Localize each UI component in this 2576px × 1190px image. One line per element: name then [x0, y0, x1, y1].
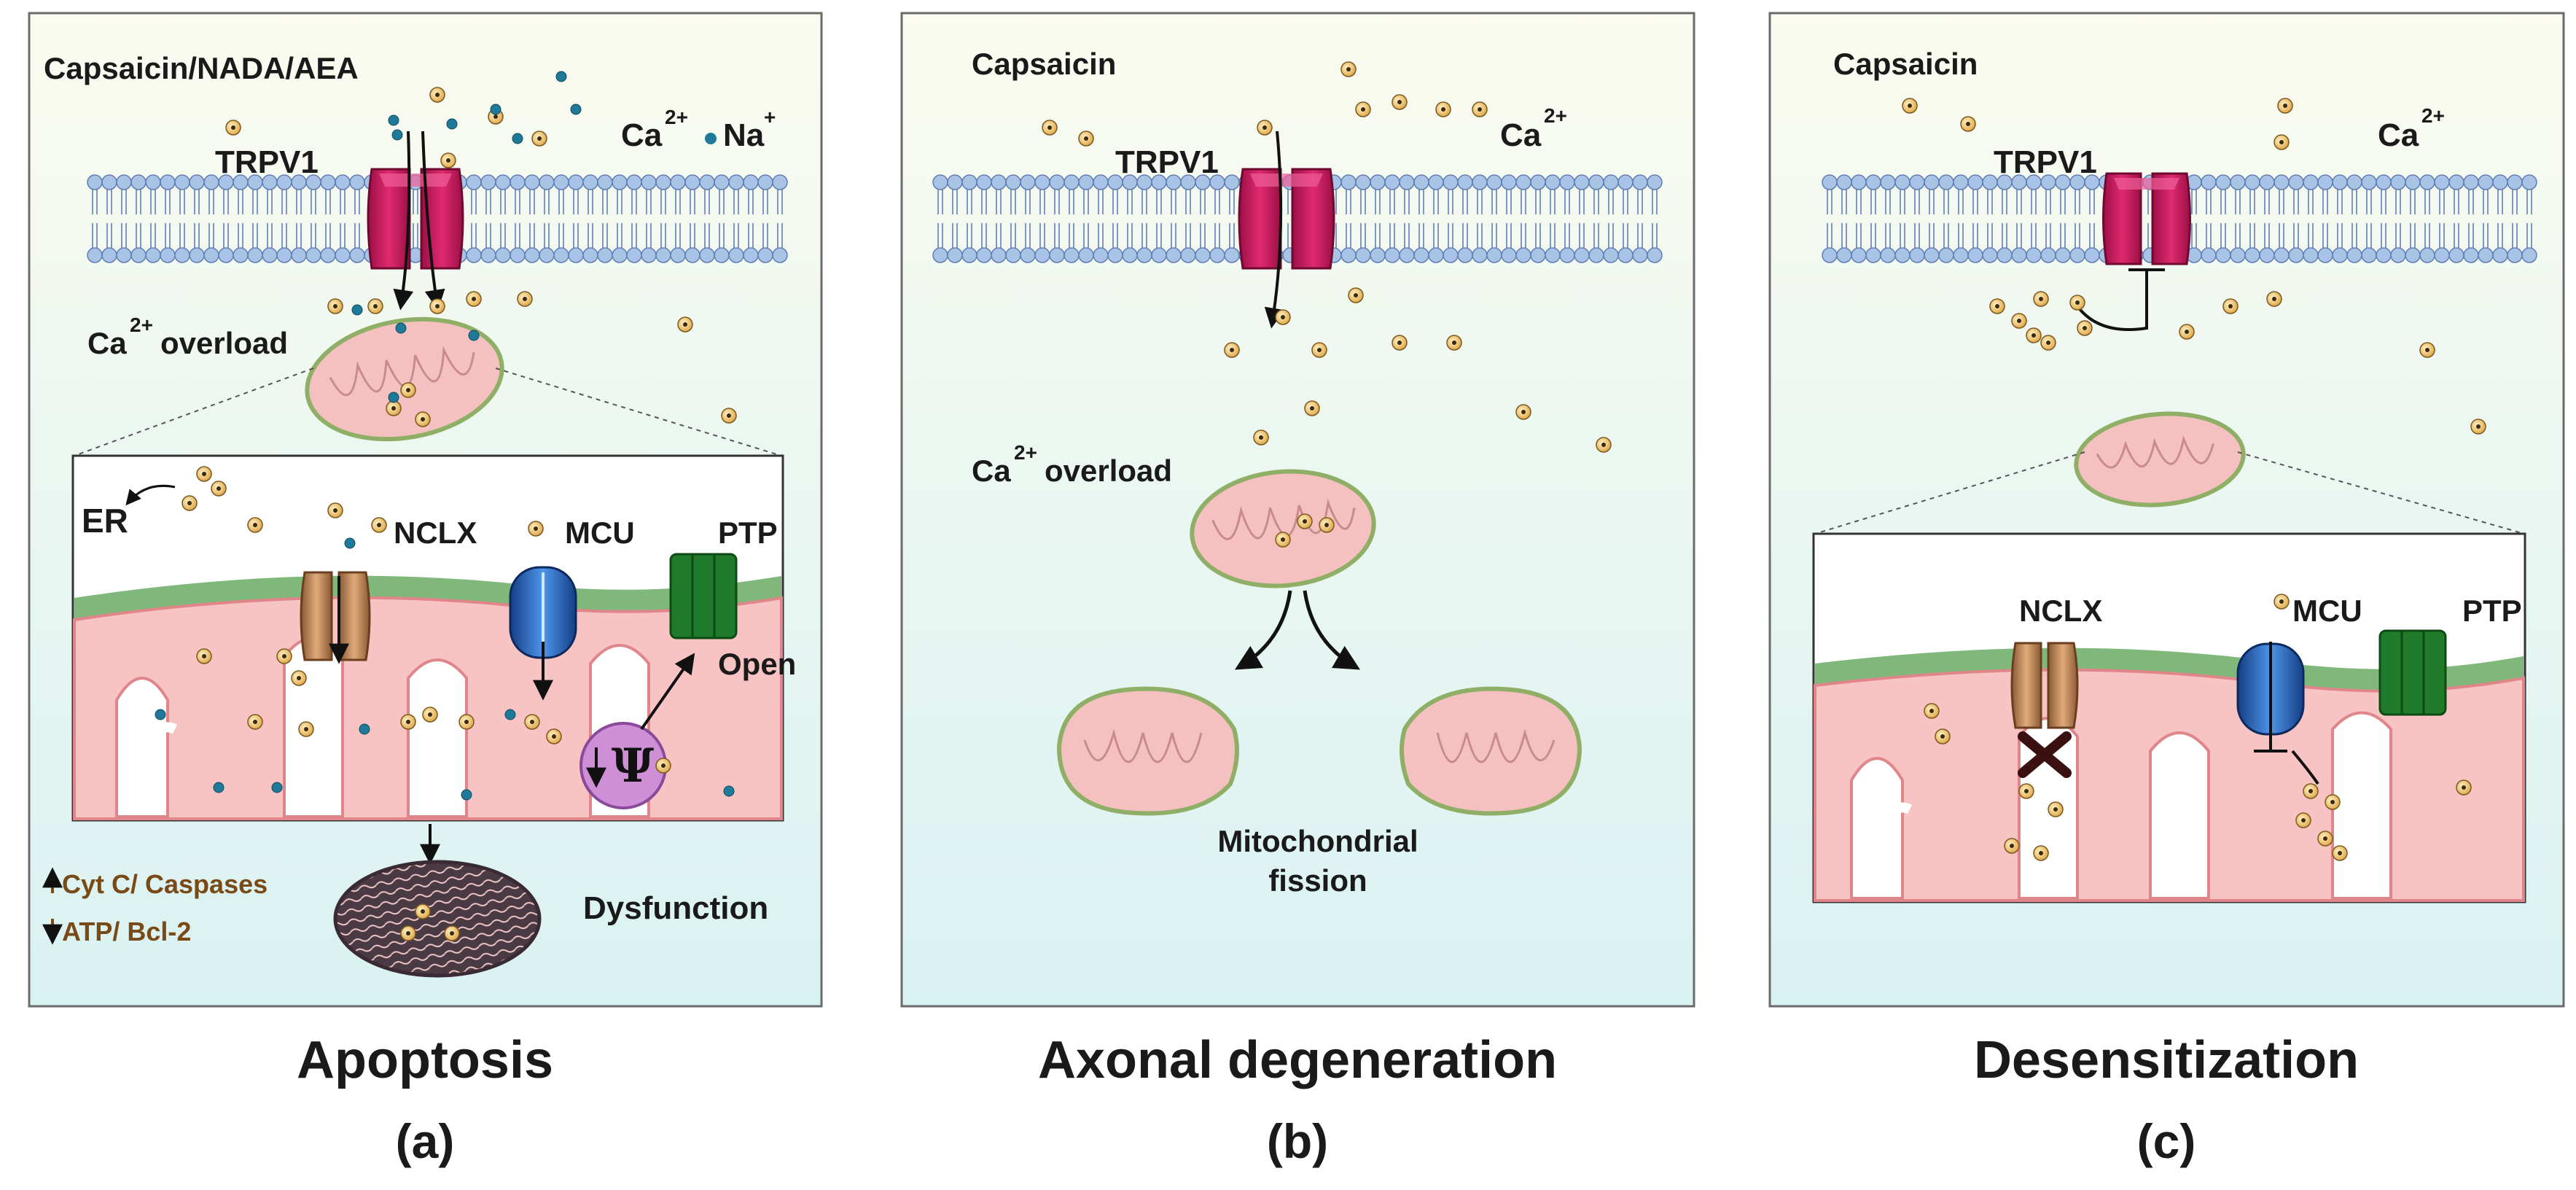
panel-c-trpv1-inhibition: [2076, 268, 2165, 331]
svg-text:Ca: Ca: [1500, 117, 1542, 153]
panel-a-mcu-label: MCU: [565, 516, 635, 550]
panel-a-er-label: ER: [82, 502, 128, 540]
panel-b-fission-label-line1: Mitochondrial: [1217, 824, 1418, 858]
svg-text:2+: 2+: [1014, 441, 1037, 464]
panel-a-letter: (a): [396, 1114, 455, 1168]
svg-text:2+: 2+: [130, 314, 153, 336]
panel-b-trpv1-label: TRPV1: [1115, 144, 1219, 180]
panel-b-outcome-caption: Axonal degeneration: [1038, 1031, 1557, 1089]
panel-c-mcu-label: MCU: [2292, 594, 2362, 628]
panel-a-membrane-potential-icon: Ψ: [579, 722, 667, 809]
svg-text:Ca: Ca: [87, 326, 127, 360]
panel-a-na-ion-icon: [705, 133, 717, 144]
panel-b-agonist-label: Capsaicin: [972, 47, 1116, 81]
panel-a-nclx-label: NCLX: [394, 516, 477, 550]
panel-a-influx-arrows: [393, 131, 445, 311]
panel-a-trpv1-channel: [367, 168, 464, 270]
panel-c-zoom-inset: [1812, 532, 2526, 903]
panel-b-trpv1-channel: [1238, 168, 1335, 270]
panel-c-ptp-label: PTP: [2462, 594, 2522, 628]
panel-a-ptp-label: PTP: [718, 516, 778, 550]
panel-b-daughter-mitochondrion-right: [1400, 686, 1582, 816]
panel-b-overload-label: Ca 2+ overload: [972, 441, 1172, 488]
panel-a-zoom-lines: [74, 368, 782, 456]
panel-b: Capsaicin TRPV1 Ca 2+ Ca 2+ overload: [900, 12, 1695, 1008]
panel-a-er-arrow: [125, 484, 176, 506]
panel-c-ptp-pore: [2378, 629, 2447, 716]
panel-a-dysfunction-label: Dysfunction: [583, 890, 768, 926]
panel-a: Capsaicin/NADA/AEA TRPV1 Ca 2+ Na + Ca 2…: [28, 12, 823, 1008]
svg-text:2+: 2+: [1544, 104, 1567, 127]
panel-a-na-label: Na: [723, 117, 765, 153]
panel-a-nclx-transporter: [300, 571, 371, 661]
panel-b-fission-arrows: [1234, 590, 1361, 670]
panel-b-cell-membrane: [932, 174, 1663, 263]
panel-c-nclx-block-icon: [2018, 731, 2072, 778]
panel-c-nclx-label: NCLX: [2019, 594, 2102, 628]
panel-c-agonist-label: Capsaicin: [1833, 47, 1978, 81]
panel-c-cell-membrane: [1822, 174, 2537, 263]
panel-b-ions: [1042, 61, 1612, 548]
panel-c-ca-label: Ca 2+: [2378, 104, 2445, 153]
panel-a-na-superscript: +: [764, 106, 776, 128]
panel-c-letter: (c): [2137, 1114, 2196, 1168]
panel-c-nclx-transporter: [2010, 642, 2079, 729]
panel-a-damaged-mitochondrion: [333, 860, 542, 978]
svg-text:overload: overload: [160, 326, 288, 360]
panel-b-letter: (b): [1267, 1114, 1328, 1168]
panel-b-influx-arrow: [1264, 131, 1285, 329]
panel-a-upregulated-label: Cyt C/ Caspases: [62, 869, 268, 899]
panel-a-apoptotic-markers: Cyt C/ Caspases ATP/ Bcl-2: [42, 867, 268, 946]
panel-c-ions: [1902, 98, 2486, 861]
panel-a-ptp-pore: [669, 553, 738, 639]
panel-a-agonists-label: Capsaicin/NADA/AEA: [44, 51, 359, 85]
panel-a-ca-label: Ca: [621, 117, 663, 153]
svg-text:2+: 2+: [2421, 104, 2445, 127]
panel-a-open-label: Open: [718, 647, 796, 681]
panel-c-trpv1-channel: [2102, 172, 2191, 265]
panel-c-mitochondrion: [2074, 411, 2246, 508]
panel-c-mcu-inhibition: [2254, 642, 2319, 785]
panel-c: Capsaicin TRPV1 Ca 2+: [1768, 12, 2565, 1008]
panel-a-outcome-caption: Apoptosis: [297, 1031, 553, 1089]
panel-a-psi-symbol: Ψ: [612, 739, 655, 793]
svg-text:Ca: Ca: [2378, 117, 2419, 153]
panel-a-mitochondrion: [305, 316, 504, 442]
panel-a-overload-label: Ca 2+ overload: [87, 314, 288, 360]
svg-text:Ca: Ca: [972, 454, 1011, 488]
panel-b-daughter-mitochondrion-left: [1056, 686, 1239, 816]
panel-a-ca-superscript: 2+: [665, 106, 688, 128]
svg-text:overload: overload: [1045, 454, 1172, 488]
panel-b-ca-label: Ca 2+: [1500, 104, 1567, 153]
panel-a-inset-arrows: [329, 576, 695, 865]
panel-a-downregulated-label: ATP/ Bcl-2: [62, 917, 191, 946]
panel-a-trpv1-label: TRPV1: [215, 144, 319, 180]
panel-a-ion-legend: Ca 2+ Na +: [621, 106, 776, 153]
panel-c-zoom-lines: [1814, 451, 2525, 534]
panel-c-trpv1-label: TRPV1: [1994, 144, 2097, 180]
panel-c-outcome-caption: Desensitization: [1974, 1031, 2359, 1089]
panel-a-ions: [155, 71, 737, 941]
panel-b-fission-label-line2: fission: [1268, 863, 1367, 898]
